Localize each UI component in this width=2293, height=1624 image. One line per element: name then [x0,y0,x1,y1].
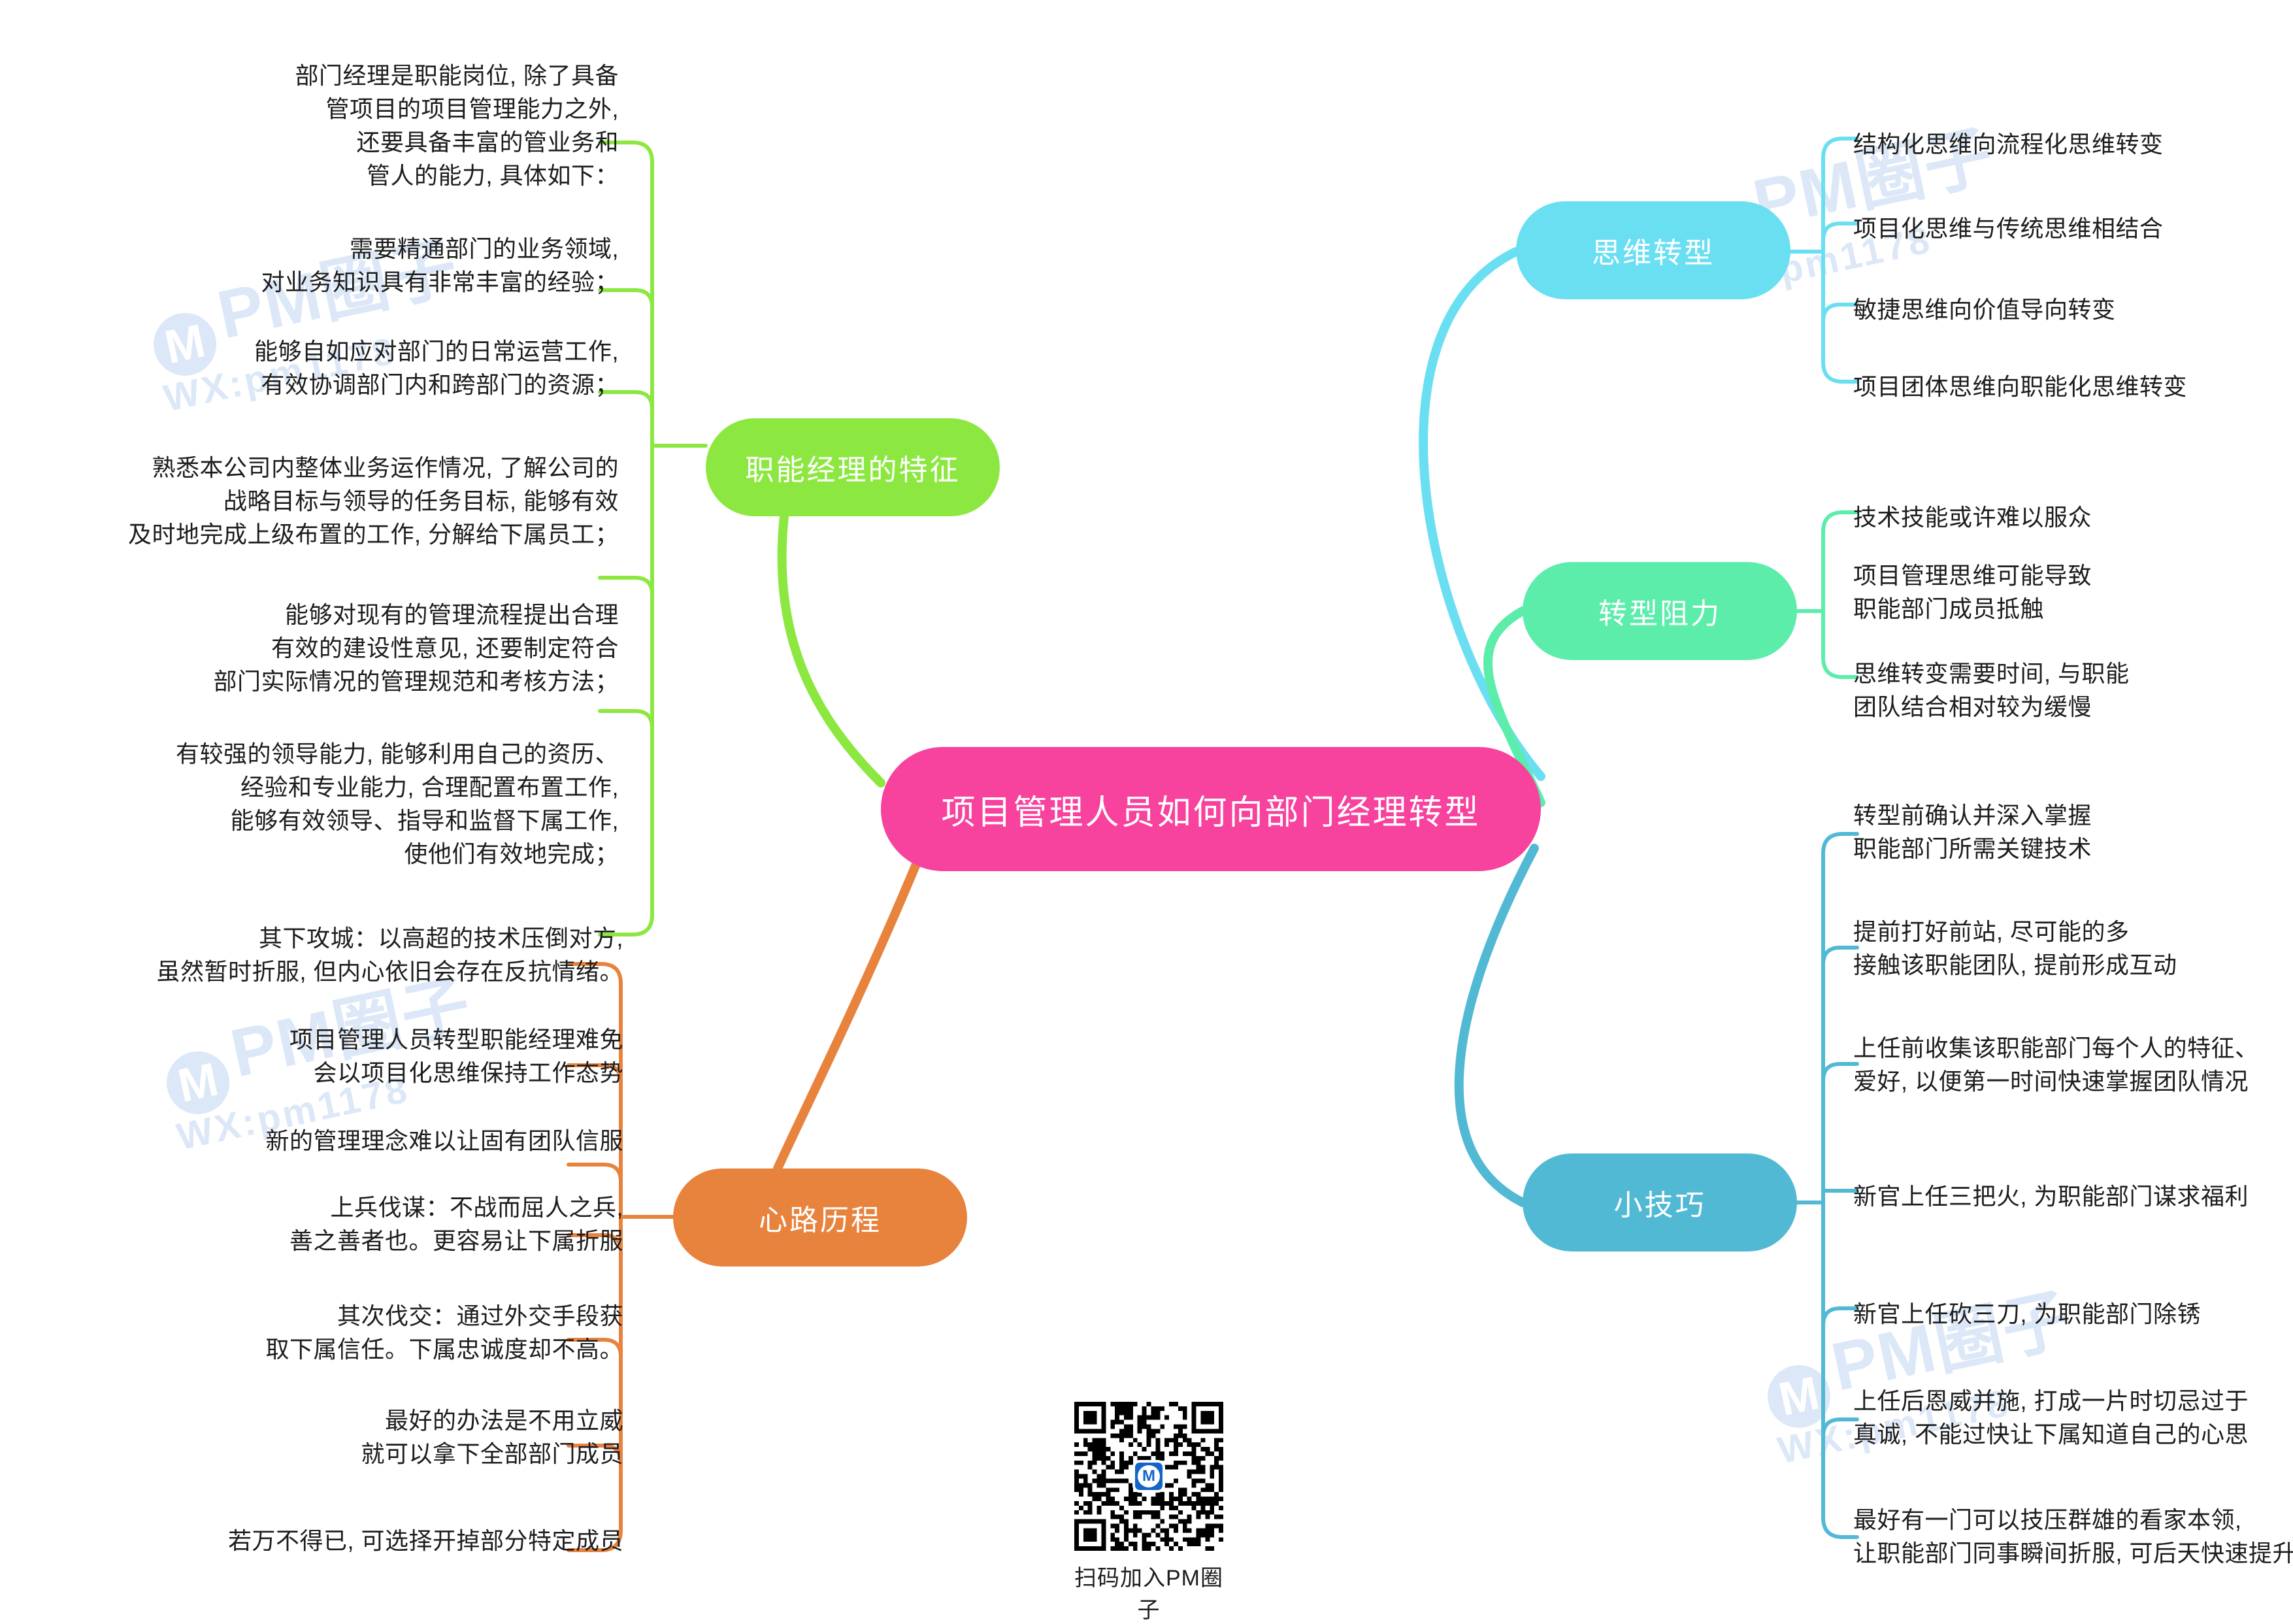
topic-node-features[interactable]: 职能经理的特征 [706,418,1000,516]
topic-node-tips[interactable]: 小技巧 [1523,1153,1797,1251]
leaf-item[interactable]: 熟悉本公司内整体业务运作情况, 了解公司的 战略目标与领导的任务目标, 能够有效… [127,454,619,548]
leaf-item[interactable]: 新官上任三把火, 为职能部门谋求福利 [1853,1183,2249,1210]
topic-label: 转型阻力 [1598,598,1721,630]
leaf-item[interactable]: 转型前确认并深入掌握 职能部门所需关键技术 [1853,802,2092,863]
leaf-item[interactable]: 有较强的领导能力, 能够利用自己的资历、 经验和专业能力, 合理配置布置工作, … [175,740,619,868]
leaf-item[interactable]: 若万不得已, 可选择开掉部分特定成员 [227,1527,623,1554]
leaf-item[interactable]: 思维转变需要时间, 与职能 团队结合相对较为缓慢 [1853,660,2130,721]
leaf-item[interactable]: 最好有一门可以技压群雄的看家本领, 让职能部门同事瞬间折服, 可后天快速提升 [1853,1506,2293,1567]
leaf-item[interactable]: 技术技能或许难以服众 [1853,504,2092,531]
leaf-item[interactable]: 项目团体思维向职能化思维转变 [1853,373,2188,400]
pm-logo-letter: M [1138,1465,1160,1487]
leaf-item[interactable]: 新的管理理念难以让固有团队信服 [265,1127,623,1154]
topic-node-journey[interactable]: 心路历程 [673,1168,967,1267]
pm-logo-icon: M [1132,1460,1165,1493]
leaf-item[interactable]: 上任后恩威并施, 打成一片时切忌过于 真诚, 不能过快让下属知道自己的心思 [1853,1387,2249,1448]
topic-label: 小技巧 [1613,1189,1706,1221]
leaf-item[interactable]: 部门经理是职能岗位, 除了具备 管项目的项目管理能力之外, 还要具备丰富的管业务… [295,62,619,190]
topic-label: 职能经理的特征 [745,454,961,486]
leaf-item[interactable]: 上任前收集该职能部门每个人的特征、 爱好, 以便第一时间快速掌握团队情况 [1853,1035,2259,1095]
topic-label: 思维转型 [1592,237,1715,269]
leaf-item[interactable]: 项目化思维与传统思维相结合 [1853,215,2164,242]
root-node[interactable]: 项目管理人员如何向部门经理转型 [881,747,1541,871]
root-node-label: 项目管理人员如何向部门经理转型 [941,793,1481,832]
leaf-item[interactable]: 项目管理人员转型职能经理难免 会以项目化思维保持工作态势 [289,1026,623,1087]
leaf-item[interactable]: 新官上任砍三刀, 为职能部门除锈 [1853,1301,2202,1327]
leaf-item[interactable]: 结构化思维向流程化思维转变 [1853,131,2164,157]
leaf-item[interactable]: 提前打好前站, 尽可能的多 接触该职能团队, 提前形成互动 [1853,918,2177,979]
leaf-item[interactable]: 其次伐交：通过外交手段获 取下属信任。下属忠诚度却不高。 [265,1302,623,1363]
leaf-item[interactable]: 需要精通部门的业务领域, 对业务知识具有非常丰富的经验； [261,235,619,296]
topic-label: 心路历程 [759,1204,882,1236]
qr-block: M 扫码加入PM圈子 [1070,1402,1227,1624]
leaf-item[interactable]: 敏捷思维向价值导向转变 [1853,296,2116,323]
leaf-item[interactable]: 能够自如应对部门的日常运营工作, 有效协调部门内和跨部门的资源； [254,338,619,399]
topic-node-resistance[interactable]: 转型阻力 [1523,562,1797,660]
leaf-item[interactable]: 最好的办法是不用立威 就可以拿下全部部门成员 [361,1407,623,1468]
topic-node-mindset[interactable]: 思维转型 [1516,201,1790,299]
leaf-item[interactable]: 能够对现有的管理流程提出合理 有效的建设性意见, 还要制定符合 部门实际情况的管… [213,601,619,695]
leaf-item[interactable]: 上兵伐谋：不战而屈人之兵, 善之善者也。更容易让下属折服 [289,1194,623,1255]
leaf-item[interactable]: 项目管理思维可能导致 职能部门成员抵触 [1853,562,2092,623]
leaf-item[interactable]: 其下攻城：以高超的技术压倒对方, 虽然暂时折服, 但内心依旧会存在反抗情绪。 [156,925,623,986]
qr-caption: 扫码加入PM圈子 [1074,1566,1223,1623]
qr-code[interactable]: M [1074,1402,1223,1551]
